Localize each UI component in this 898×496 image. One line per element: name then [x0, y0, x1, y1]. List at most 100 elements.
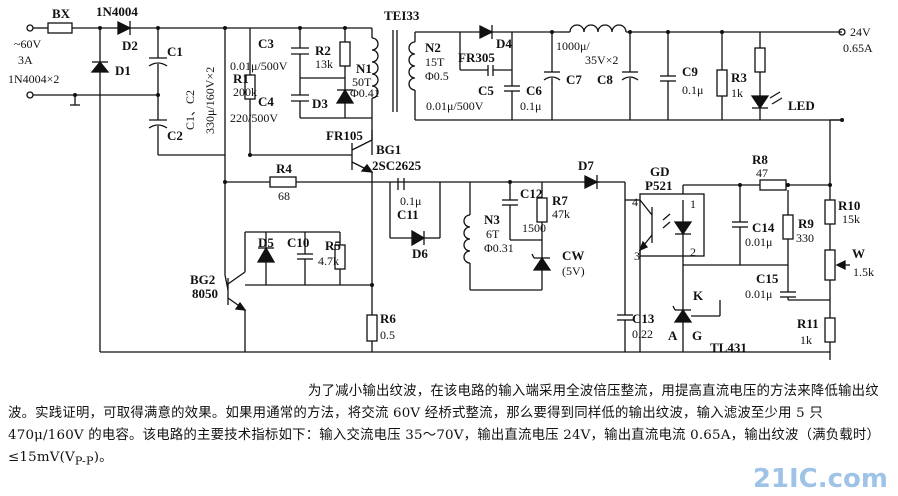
label-c4: C4	[258, 94, 274, 109]
label-r3-value: 1k	[731, 86, 743, 100]
label-c4-value: 220/500V	[230, 111, 278, 125]
label-r4: R4	[276, 161, 292, 176]
label-r4-value: 68	[278, 189, 290, 203]
label-r5: R5	[325, 238, 341, 253]
coil-n3	[463, 214, 471, 264]
label-fr305: FR305	[458, 50, 495, 65]
diode-d1	[90, 60, 110, 73]
label-output-voltage: 24V	[850, 25, 871, 39]
label-r11-value: 1k	[800, 333, 812, 347]
label-d2-part: 1N4004	[96, 4, 138, 19]
label-c13-value: 0.22	[632, 327, 653, 341]
label-n1-wire: Φ0.41	[350, 86, 380, 100]
label-bx: BX	[52, 6, 71, 21]
fuse-bx	[47, 22, 73, 34]
label-c15: C15	[756, 271, 779, 286]
capacitor-c2	[148, 124, 168, 129]
capacitor-c8	[621, 76, 639, 81]
label-c10: C10	[287, 235, 309, 250]
label-c6-value: 0.1μ	[520, 99, 541, 113]
label-n3: N3	[484, 212, 500, 227]
label-c1: C1	[167, 44, 183, 59]
diode-d4	[479, 24, 494, 40]
label-n1-turns: 50T	[352, 75, 372, 89]
label-bg1-part: 2SC2625	[372, 158, 422, 173]
label-n2-turns: 15T	[425, 55, 445, 69]
label-k: K	[693, 288, 704, 303]
label-r8-value: 47	[756, 166, 768, 180]
label-r3: R3	[731, 70, 747, 85]
label-pin-4: 4	[632, 195, 638, 209]
label-d1-part: 1N4004×2	[8, 72, 59, 86]
label-n2: N2	[425, 40, 441, 55]
label-fr105: FR105	[326, 128, 363, 143]
optocoupler-gd	[639, 193, 705, 257]
label-c13: C13	[632, 311, 655, 326]
resistor-r4	[269, 176, 297, 188]
label-c15-value: 0.01μ	[745, 287, 772, 301]
capacitor-c1	[148, 62, 168, 67]
caption-text: 为了减小输出纹波，在该电路的输入端采用全波倍压整流，用提高直流电压的方法来降低输…	[8, 381, 886, 473]
label-c14-value: 0.01μ	[745, 235, 772, 249]
caption-paragraph: 为了减小输出纹波，在该电路的输入端采用全波倍压整流，用提高直流电压的方法来降低输…	[8, 384, 881, 468]
label-c1c2-value: 330μ/160V×2	[203, 67, 217, 134]
label-r1-value: 200k	[233, 85, 257, 99]
diode-d5	[256, 246, 276, 263]
label-pin-3: 3	[634, 249, 640, 263]
label-c8: C8	[597, 72, 613, 87]
input-section	[26, 20, 226, 352]
capacitor-c7	[543, 76, 561, 81]
label-led: LED	[788, 98, 815, 113]
label-r6: R6	[380, 311, 396, 326]
label-cw: CW	[562, 248, 584, 263]
label-output-current: 0.65A	[843, 41, 873, 55]
label-d6: D6	[412, 246, 428, 261]
output-terminal	[838, 28, 846, 36]
label-c3: C3	[258, 36, 274, 51]
regulator-tl431	[673, 308, 693, 323]
label-c12-value: 1500	[522, 221, 546, 235]
label-r1: R1	[233, 71, 249, 86]
label-r6-value: 0.5	[380, 328, 395, 342]
label-d4: D4	[496, 36, 512, 51]
label-n2-wire: Φ0.5	[425, 69, 449, 83]
label-d2: D2	[122, 38, 138, 53]
label-r9-value: 330	[796, 231, 814, 245]
resistor-r9	[782, 214, 794, 240]
label-r5-value: 4.7k	[318, 254, 339, 268]
label-d1: D1	[115, 63, 131, 78]
label-n3-wire: Φ0.31	[484, 241, 514, 255]
label-c11: C11	[397, 207, 419, 222]
label-pin-2: 2	[690, 245, 696, 259]
primary-section	[100, 26, 650, 353]
label-r2-value: 13k	[315, 57, 333, 71]
control-section	[463, 119, 850, 360]
label-c9-value: 0.1μ	[682, 83, 703, 97]
label-c7c8-rating: 35V×2	[585, 53, 618, 67]
label-c6: C6	[526, 83, 542, 98]
label-c5: C5	[478, 83, 494, 98]
coil-n1	[371, 37, 379, 99]
resistor-r2	[339, 41, 351, 67]
label-c12: C12	[520, 186, 542, 201]
label-input-voltage: ~60V	[14, 37, 41, 51]
label-d3: D3	[312, 96, 328, 111]
label-d5: D5	[258, 235, 274, 250]
label-d7: D7	[578, 158, 594, 173]
label-n3-turns: 6T	[486, 227, 500, 241]
label-bg1: BG1	[376, 142, 401, 157]
label-gd-part: P521	[645, 178, 672, 193]
label-r2: R2	[315, 43, 331, 58]
zener-cw	[532, 256, 552, 271]
label-pin-1: 1	[690, 197, 696, 211]
diode-d2	[117, 20, 132, 36]
label-n1: N1	[356, 61, 372, 76]
label-transformer: TEI33	[384, 8, 420, 23]
label-a: A	[668, 328, 678, 343]
label-r11: R11	[797, 316, 819, 331]
label-c3-value: 0.01μ/500V	[230, 59, 288, 73]
label-r10-value: 15k	[842, 212, 860, 226]
component-labels: BX ~60V 3A 1N4004 D2 D1 1N4004×2 C1 C2 C…	[8, 4, 874, 355]
label-r7: R7	[552, 193, 568, 208]
coil-n2	[408, 41, 416, 91]
